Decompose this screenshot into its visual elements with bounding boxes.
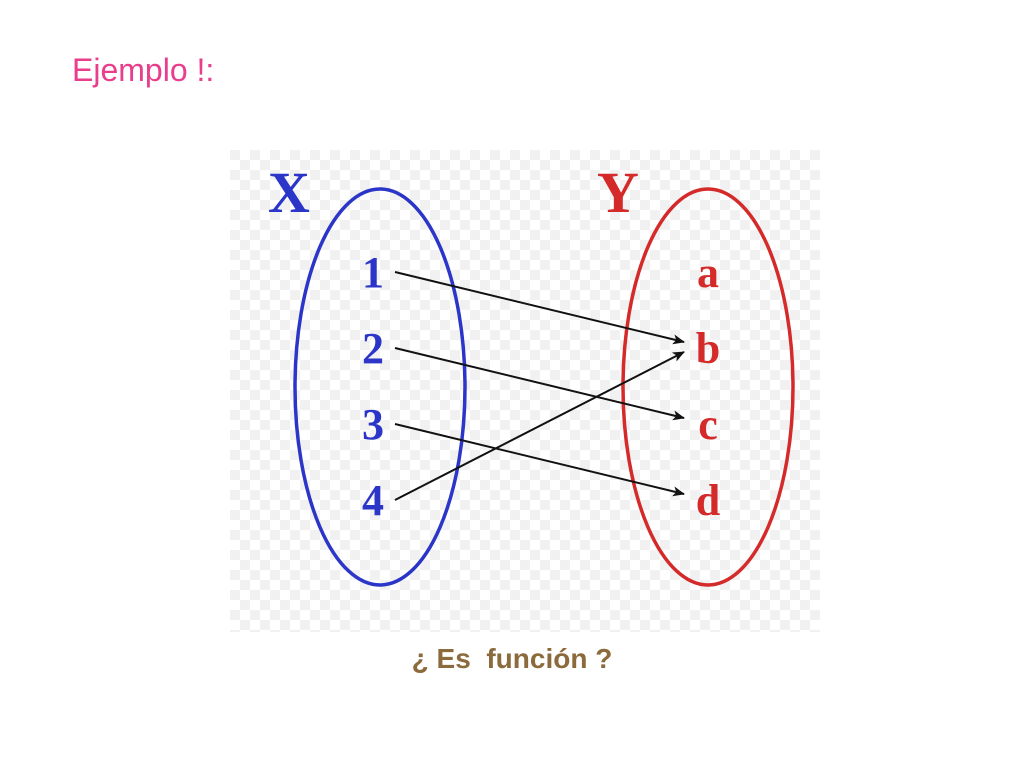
question-text: ¿ Es función ? [411, 643, 613, 674]
arrow-1-to-b [394, 271, 685, 345]
domain-set-label: X [268, 160, 310, 225]
codomain-element-c: c [698, 400, 718, 449]
domain-element-3: 3 [362, 400, 384, 449]
domain-set-ellipse [293, 187, 467, 587]
codomain-set-label: Y [597, 160, 639, 225]
arrow-3-to-d [394, 423, 685, 497]
domain-element-4: 4 [362, 476, 384, 525]
slide-title: Ejemplo !: [72, 52, 215, 88]
codomain-element-b: b [696, 324, 720, 373]
arrow-4-to-b [394, 351, 685, 501]
codomain-element-a: a [697, 248, 719, 297]
diagram-background [230, 150, 820, 632]
domain-element-2: 2 [362, 324, 384, 373]
domain-element-1: 1 [362, 248, 384, 297]
codomain-element-d: d [696, 476, 720, 525]
domain-elements: 1 2 3 4 [362, 248, 384, 525]
codomain-set-ellipse [621, 187, 795, 587]
mapping-arrows [394, 271, 685, 501]
arrow-2-to-c [394, 347, 685, 421]
